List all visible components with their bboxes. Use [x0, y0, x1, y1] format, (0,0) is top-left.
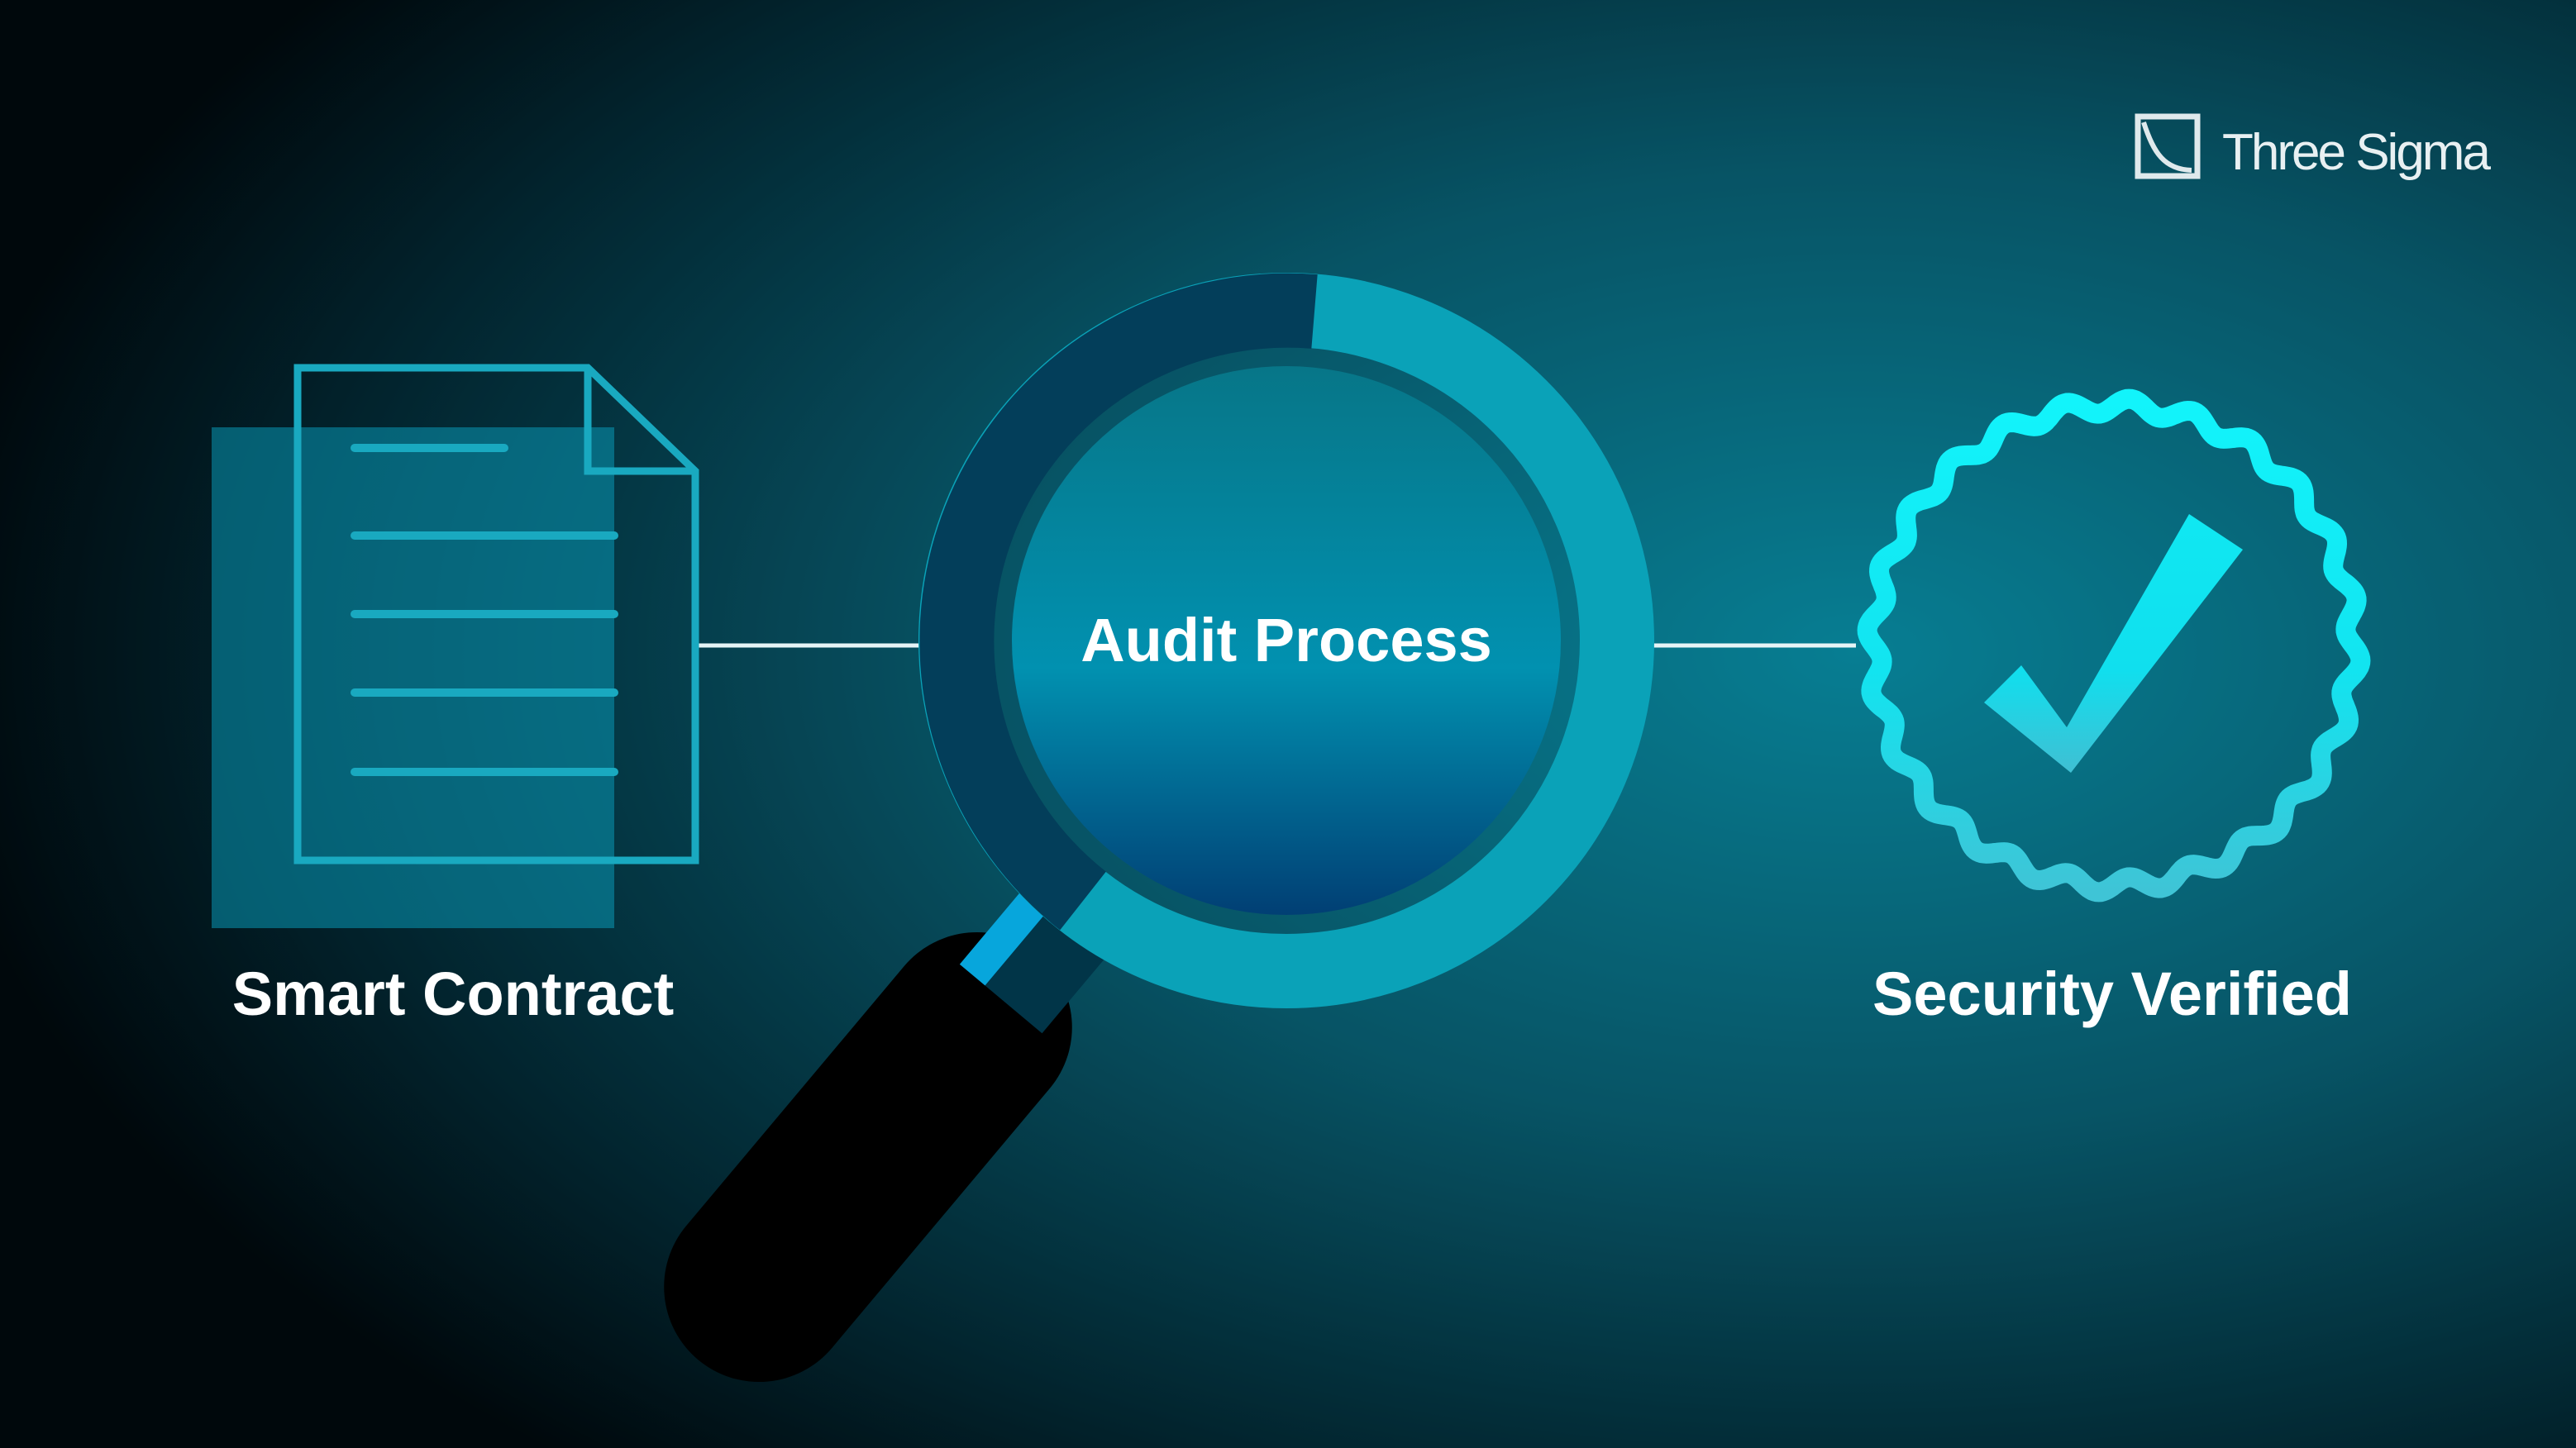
checkmark-icon: [1984, 514, 2243, 773]
label-audit-process: Audit Process: [1080, 606, 1492, 674]
document-icon: [212, 364, 699, 928]
three-sigma-logo: Three Sigma: [2135, 113, 2493, 181]
logo-mark-icon: [2135, 113, 2201, 179]
magnifier-icon: [664, 273, 1654, 1383]
label-smart-contract: Smart Contract: [232, 960, 675, 1028]
logo-text: Three Sigma: [2222, 124, 2491, 181]
verified-badge-icon: [1857, 388, 2371, 903]
magnifier-lens: [1012, 366, 1561, 915]
label-security-verified: Security Verified: [1872, 960, 2352, 1028]
magnifier-handle: [664, 931, 1072, 1383]
